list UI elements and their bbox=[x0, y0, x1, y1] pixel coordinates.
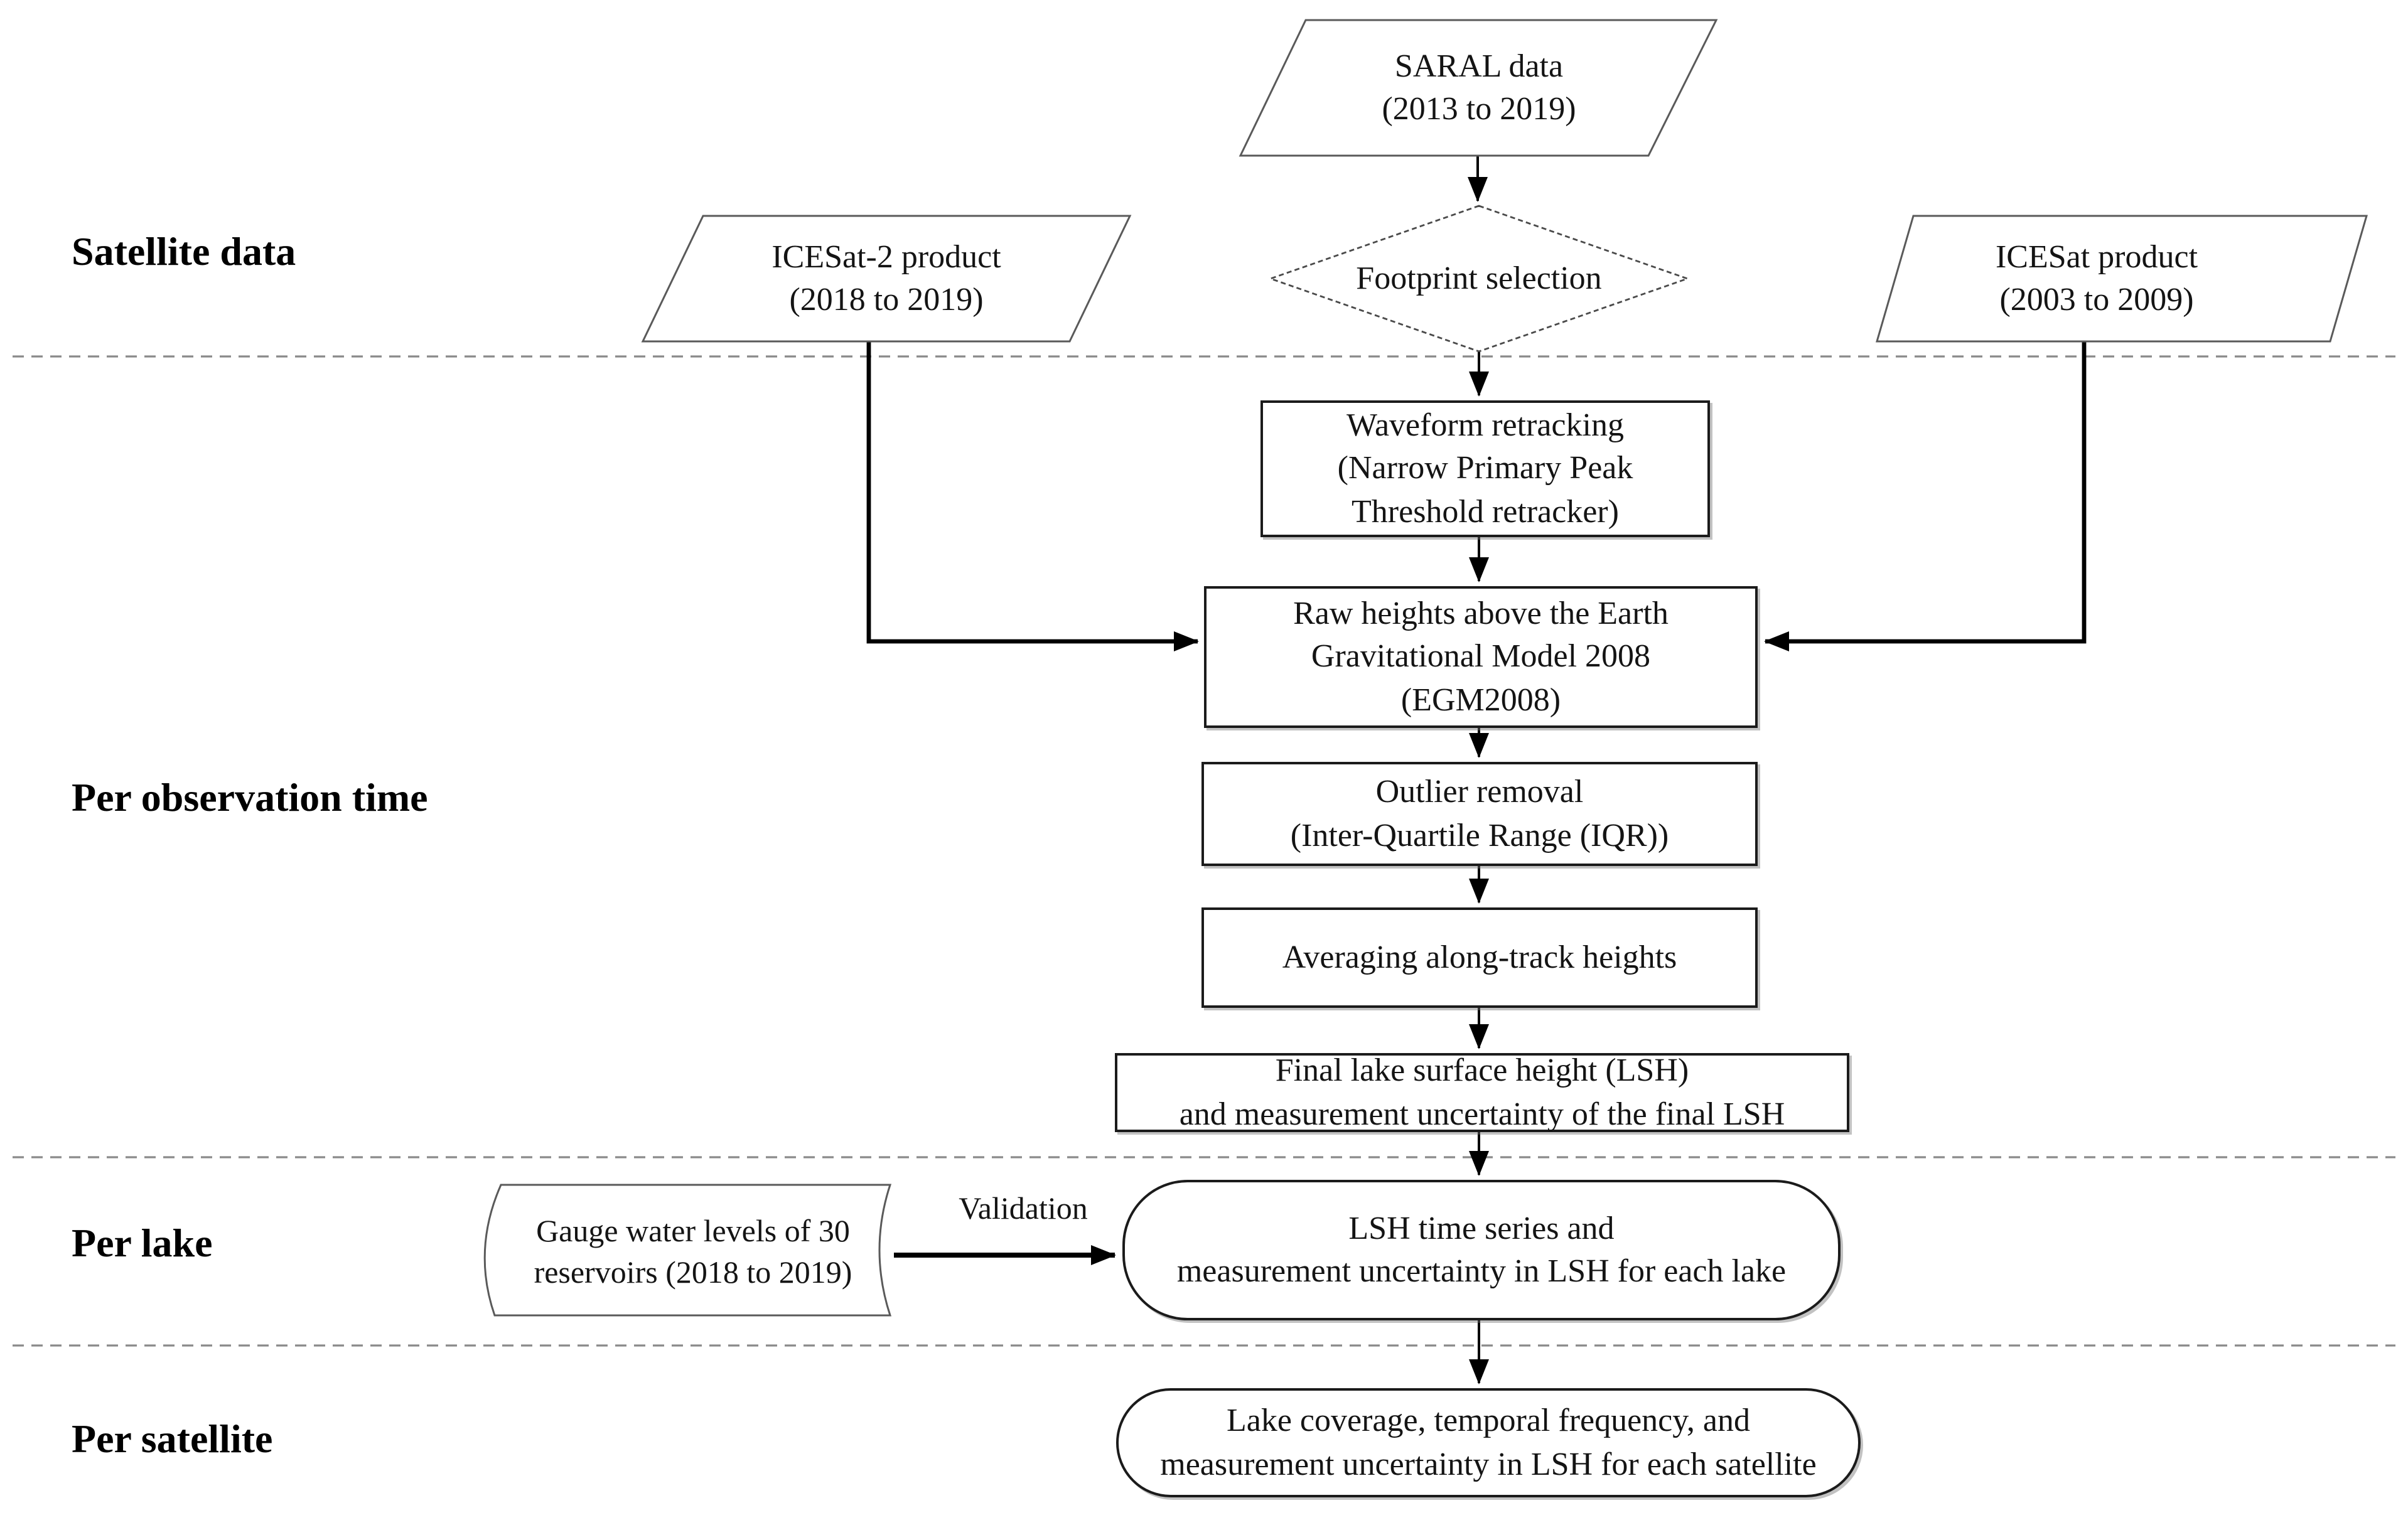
validation-label: Validation bbox=[959, 1192, 1088, 1226]
gauge-stored-data-shape bbox=[483, 1184, 892, 1317]
waveform-retracking-node: Waveform retracking (Narrow Primary Peak… bbox=[1260, 400, 1710, 537]
section-label-per-satellite: Per satellite bbox=[72, 1416, 273, 1461]
icesat2-product-node: ICESat-2 product (2018 to 2019) bbox=[771, 238, 1001, 318]
saral-parallelogram bbox=[1239, 19, 1718, 157]
raw-heights-node: Raw heights above the Earth Gravitationa… bbox=[1204, 586, 1758, 728]
icesat-parallelogram bbox=[1876, 215, 2368, 343]
footprint-selection-node: Footprint selection bbox=[1356, 259, 1602, 296]
lake-coverage-node: Lake coverage, temporal frequency, and m… bbox=[1116, 1388, 1861, 1497]
icesat-product-node: ICESat product (2003 to 2009) bbox=[1995, 238, 2198, 318]
section-label-per-lake: Per lake bbox=[72, 1220, 213, 1265]
gauge-water-levels-node: Gauge water levels of 30 reservoirs (201… bbox=[534, 1215, 852, 1290]
section-label-per-observation-time: Per observation time bbox=[72, 774, 428, 820]
averaging-node: Averaging along-track heights bbox=[1201, 907, 1758, 1008]
icesat-to-raw-connector bbox=[1764, 341, 2087, 651]
icesat2-to-raw-connector bbox=[866, 341, 1199, 651]
final-lsh-node: Final lake surface height (LSH) and meas… bbox=[1115, 1052, 1849, 1132]
lsh-time-series-node: LSH time series and measurement uncertai… bbox=[1122, 1180, 1841, 1320]
icesat2-parallelogram bbox=[641, 215, 1132, 343]
section-label-satellite-data: Satellite data bbox=[72, 228, 296, 274]
footprint-diamond bbox=[1267, 205, 1690, 353]
saral-data-node: SARAL data (2013 to 2019) bbox=[1382, 47, 1576, 127]
outlier-removal-node: Outlier removal (Inter-Quartile Range (I… bbox=[1201, 762, 1758, 866]
